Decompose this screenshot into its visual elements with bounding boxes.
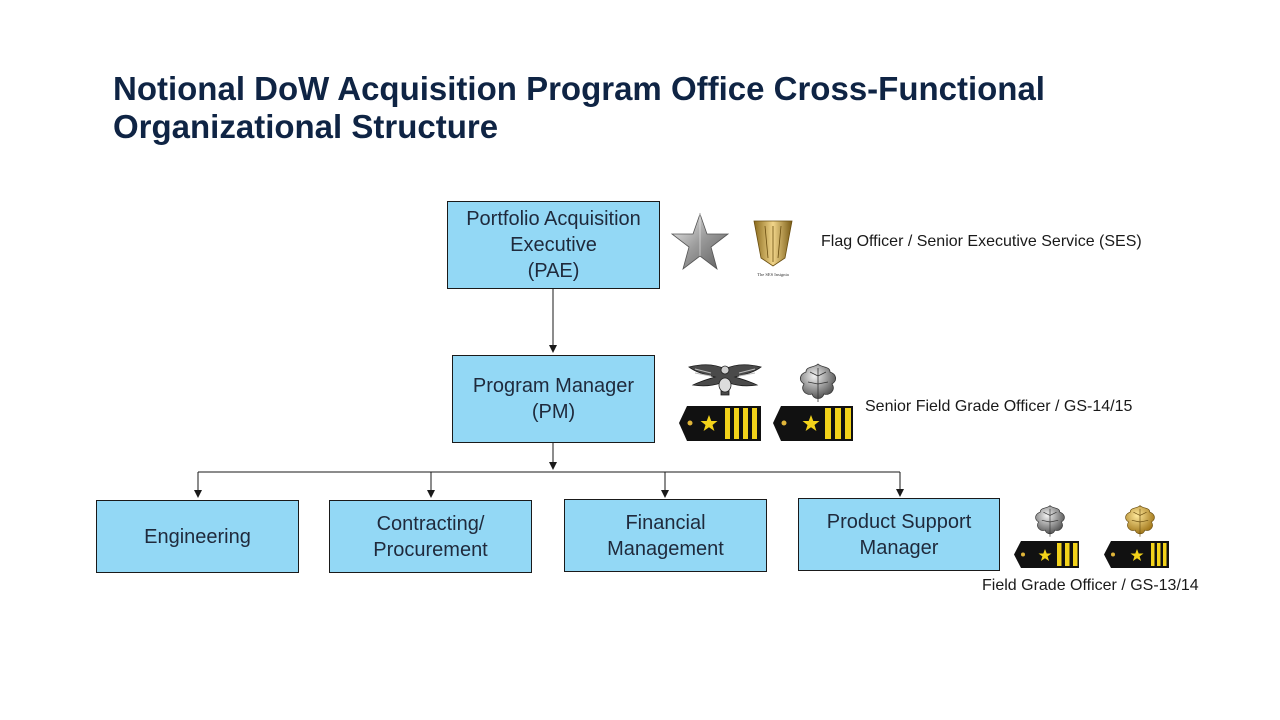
silver-oak-leaf-icon [800, 363, 836, 402]
node-contracting-label: Contracting/ Procurement [373, 512, 488, 561]
silver-oak-leaf-small-icon [1035, 505, 1065, 537]
node-financial-label: Financial Management [607, 511, 724, 560]
page-title: Notional DoW Acquisition Program Office … [113, 70, 1045, 145]
node-pm-label: Program Manager (PM) [472, 375, 635, 423]
rank-label-senior-field: Senior Field Grade Officer / GS-14/15 [865, 398, 1133, 415]
node-financial: Financial Management [564, 499, 767, 572]
eagle-icon [688, 364, 762, 396]
shoulder-board-small-3-stripe-icon [1014, 541, 1079, 568]
ses-caption: The SES Insignia [757, 272, 789, 277]
ses-insignia-icon: The SES Insignia [753, 220, 793, 277]
shoulder-board-4-stripe-icon [679, 406, 761, 441]
shoulder-board-3-stripe-icon [773, 406, 853, 441]
node-pae: Portfolio Acquisition Executive (PAE) [447, 201, 660, 289]
gold-oak-leaf-icon [1125, 505, 1155, 537]
node-product-support-label: Product Support Manager [826, 510, 972, 559]
silver-star-icon [670, 212, 730, 271]
node-engineering-label: Engineering [144, 525, 251, 548]
rank-label-field: Field Grade Officer / GS-13/14 [982, 577, 1199, 594]
node-contracting: Contracting/ Procurement [329, 500, 532, 573]
node-pm: Program Manager (PM) [452, 355, 655, 443]
node-product-support: Product Support Manager [798, 498, 1000, 571]
node-engineering: Engineering [96, 500, 299, 573]
rank-label-flag: Flag Officer / Senior Executive Service … [821, 233, 1142, 250]
shoulder-board-small-2-stripe-icon [1104, 541, 1169, 568]
node-pae-label: Portfolio Acquisition Executive (PAE) [466, 208, 641, 282]
